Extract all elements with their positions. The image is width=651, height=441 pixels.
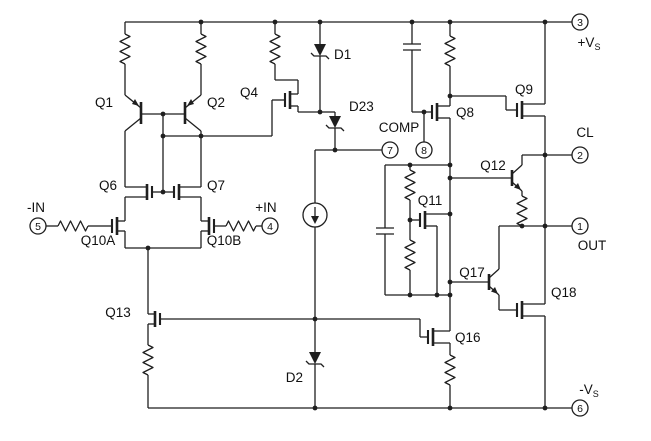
label-q8: Q8 — [456, 105, 474, 120]
label-q13: Q13 — [105, 305, 131, 320]
label-q18: Q18 — [551, 285, 577, 300]
diodes — [309, 44, 341, 364]
q2-emitter-arrow — [187, 99, 194, 106]
pin-4-label: +IN — [255, 200, 276, 215]
comp-label: COMP — [379, 120, 420, 135]
zener-d1 — [314, 44, 326, 56]
label-q1: Q1 — [95, 95, 113, 110]
pin-1-out: 1 OUT — [571, 217, 607, 253]
q12-emitter-arrow — [514, 183, 521, 190]
pin-1-number: 1 — [577, 221, 583, 233]
resistor — [404, 239, 416, 271]
transistors — [110, 91, 524, 346]
pin-4-noninv-input: 4 +IN — [255, 200, 279, 235]
pins: 3 +VS 2 CL 1 OUT 6 -VS 5 -IN 4 +IN — [27, 13, 607, 417]
pin-2-number: 2 — [577, 150, 583, 162]
pin-2-label: CL — [576, 125, 594, 140]
label-q12: Q12 — [480, 158, 506, 173]
label-q17: Q17 — [459, 265, 485, 280]
pin-5-label: -IN — [27, 200, 45, 215]
resistor — [57, 220, 89, 232]
resistor — [195, 33, 207, 65]
pin-6-vminus: 6 -VS — [571, 382, 599, 417]
pin-6-label: -VS — [579, 382, 599, 399]
label-q11: Q11 — [418, 193, 443, 208]
label-d23: D23 — [349, 99, 374, 114]
resistor — [404, 169, 416, 201]
zener-d2 — [309, 352, 321, 364]
pin-2-cl: 2 CL — [571, 125, 594, 164]
resistor — [142, 344, 154, 376]
resistor — [444, 35, 456, 67]
pin-8-number: 8 — [421, 145, 427, 157]
pin-4-number: 4 — [267, 221, 273, 233]
label-q4: Q4 — [240, 85, 259, 100]
component-labels: Q1 Q2 Q4 Q6 Q7 Q10A Q10B Q13 Q8 Q9 Q11 Q… — [81, 47, 577, 385]
resistor — [269, 33, 281, 65]
q1-emitter-arrow — [132, 99, 139, 106]
pin-7-comp: 7 COMP — [379, 120, 420, 159]
pin-5-number: 5 — [35, 221, 41, 233]
pin-3-number: 3 — [577, 17, 583, 29]
diode-d23 — [329, 116, 341, 128]
label-q16: Q16 — [455, 330, 481, 345]
resistor — [119, 33, 131, 65]
pin-3-label: +VS — [578, 35, 601, 52]
label-q10a: Q10A — [81, 233, 116, 248]
resistor — [516, 195, 528, 227]
resistors — [57, 33, 528, 386]
label-q10b: Q10B — [207, 233, 242, 248]
current-source-arrow — [311, 216, 319, 224]
pin-6-number: 6 — [577, 403, 583, 415]
resistor — [225, 220, 257, 232]
resistor — [444, 354, 456, 386]
pin-3-vplus: 3 +VS — [571, 13, 601, 52]
label-q2: Q2 — [207, 95, 225, 110]
label-q9: Q9 — [515, 82, 533, 97]
label-q7: Q7 — [207, 178, 225, 193]
current-source — [302, 202, 328, 228]
label-d1: D1 — [334, 47, 351, 62]
pin-1-label: OUT — [578, 238, 607, 253]
pin-8-comp: 8 — [415, 141, 433, 159]
label-q6: Q6 — [99, 178, 117, 193]
pin-5-inv-input: 5 -IN — [27, 200, 47, 235]
pin-7-number: 7 — [387, 145, 393, 157]
q17-emitter-arrow — [491, 287, 498, 294]
junction-dots — [145, 19, 548, 411]
label-d2: D2 — [286, 370, 303, 385]
